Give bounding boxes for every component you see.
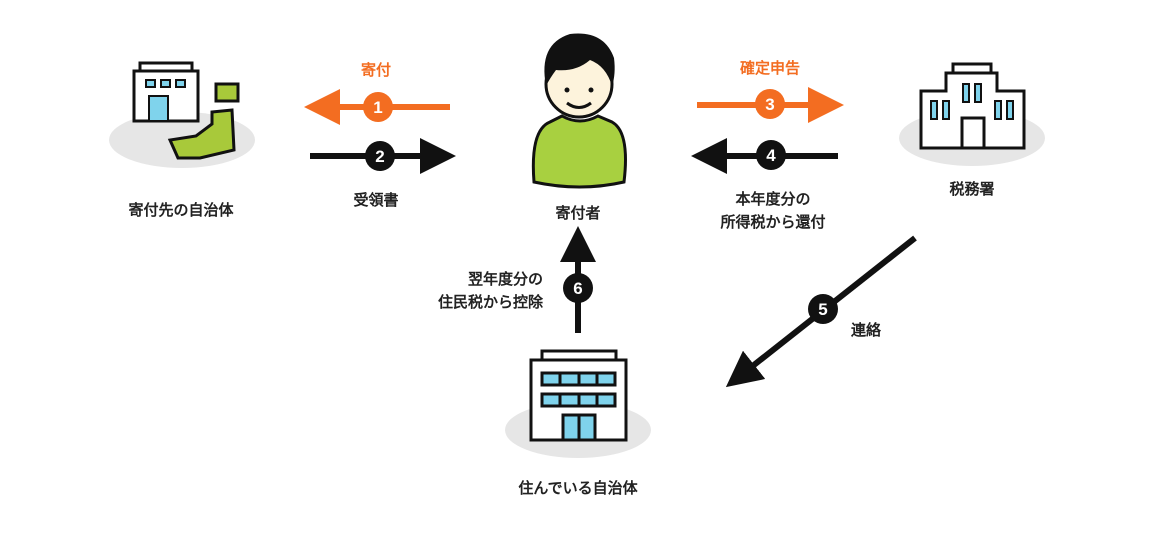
step-6-number: 6 — [573, 279, 582, 298]
step-4-number: 4 — [766, 146, 776, 165]
step-1-label: 寄付 — [361, 61, 391, 79]
step-5-number: 5 — [818, 300, 827, 319]
step-3-number: 3 — [765, 95, 774, 114]
step-1-badge — [363, 92, 393, 122]
home-municipality-icon — [505, 349, 651, 458]
donation-municipality-icon — [109, 61, 255, 168]
step-5-badge — [808, 294, 838, 324]
step-5-label: 連絡 — [851, 321, 882, 339]
donor-label: 寄付者 — [555, 204, 600, 222]
step-2-label: 受領書 — [353, 191, 398, 209]
tax-office-icon — [899, 62, 1045, 166]
step-6-label-line1: 翌年度分の — [468, 270, 543, 288]
step-1-number: 1 — [373, 98, 382, 117]
donor-person-icon — [531, 33, 627, 189]
step-2-number: 2 — [375, 147, 384, 166]
step-4-badge — [756, 140, 786, 170]
step-6-label-line2: 住民税から控除 — [438, 293, 544, 311]
step-6-badge — [563, 273, 593, 303]
step-3-badge — [755, 89, 785, 119]
home-municipality-label: 住んでいる自治体 — [518, 479, 638, 497]
donation-municipality-label: 寄付先の自治体 — [128, 201, 234, 219]
step-2-badge — [365, 141, 395, 171]
step-3-label: 確定申告 — [739, 59, 800, 77]
step-4-label-line1: 本年度分の — [735, 190, 810, 208]
step-4-label-line2: 所得税から還付 — [720, 213, 825, 231]
tax-office-label: 税務署 — [949, 180, 994, 198]
